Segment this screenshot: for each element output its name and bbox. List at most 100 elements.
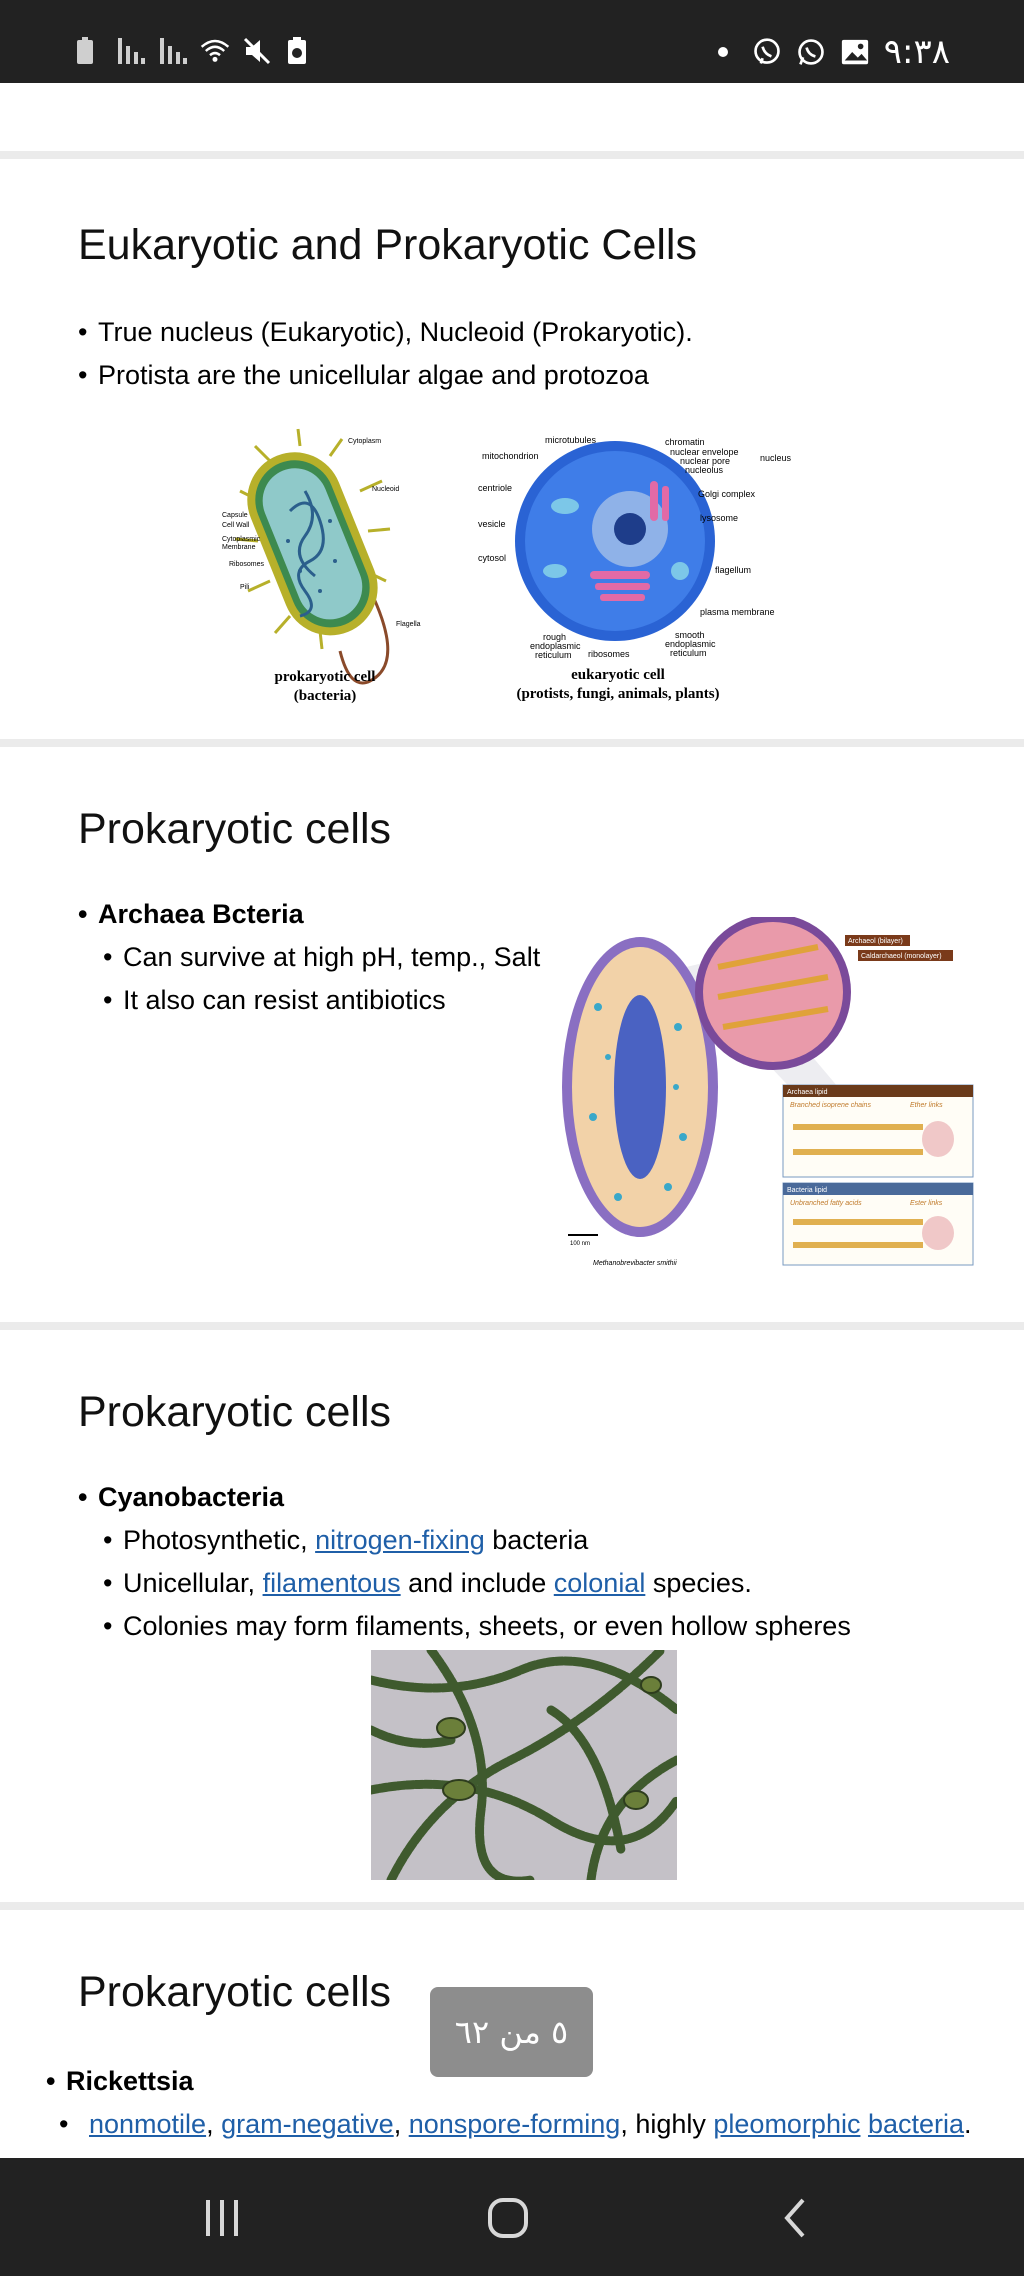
link-pleomorphic[interactable]: pleomorphic xyxy=(713,2109,861,2139)
panel-subtitle: Unbranched fatty acids xyxy=(790,1200,862,1207)
text: bacteria xyxy=(484,1525,589,1555)
mute-icon xyxy=(243,37,271,65)
home-button[interactable] xyxy=(478,2192,538,2244)
cell-comparison-diagram: Cytoplasm Nucleoid Capsule Cell Wall Cyt… xyxy=(222,428,792,704)
bullet-list: True nucleus (Eukaryotic), Nucleoid (Pro… xyxy=(78,311,693,397)
label: Cell Wall xyxy=(222,522,250,529)
label: Pili xyxy=(240,584,250,591)
notification-dot-icon xyxy=(717,47,728,57)
home-icon xyxy=(488,2198,528,2238)
bullet-subitem: Can survive at high pH, temp., Salt xyxy=(103,936,540,979)
link-nitrogen-fixing[interactable]: nitrogen-fixing xyxy=(315,1525,485,1555)
prokaryotic-cell-drawing xyxy=(234,428,391,685)
slide-title: Prokaryotic cells xyxy=(78,805,392,853)
lipid-tag-label: Archaeol (bilayer) xyxy=(848,938,903,945)
label: nucleus xyxy=(760,453,792,463)
scale-label: 100 nm xyxy=(570,1241,590,1247)
bullet-list: Rickettsia nonmotile, gram-negative, non… xyxy=(46,2060,972,2146)
panel-subtitle: Branched isoprene chains xyxy=(790,1102,871,1109)
label: centriole xyxy=(478,483,512,493)
clock: ٩:٣٨ xyxy=(883,32,950,72)
back-button[interactable] xyxy=(764,2192,824,2244)
label: nuclear envelope xyxy=(670,447,739,457)
label: reticulum xyxy=(670,648,707,658)
link-filamentous[interactable]: filamentous xyxy=(262,1568,401,1598)
prokaryotic-caption: prokaryotic cell (bacteria) xyxy=(275,669,376,704)
gallery-icon xyxy=(841,39,868,65)
label: Golgi complex xyxy=(698,489,756,499)
text: Unicellular, xyxy=(123,1568,263,1598)
archaea-diagram: Archaeol (bilayer) Caldarchaeol (monolay… xyxy=(562,917,974,1267)
eukaryotic-cell-drawing xyxy=(515,441,715,641)
bullet-item: Protista are the unicellular algae and p… xyxy=(78,354,693,397)
slide-title: Prokaryotic cells xyxy=(78,1968,392,2016)
text: . xyxy=(964,2109,972,2139)
bullet-item: Rickettsia xyxy=(46,2060,972,2103)
label: lysosome xyxy=(700,513,738,523)
caption-line: (bacteria) xyxy=(294,688,356,704)
label: Nucleoid xyxy=(372,486,399,493)
status-bar: ٩:٣٨ xyxy=(0,0,1024,83)
bullet-subitem: Photosynthetic, nitrogen-fixing bacteria xyxy=(103,1519,851,1562)
caption-line: (protists, fungi, animals, plants) xyxy=(516,686,719,702)
panel-title: Archaea lipid xyxy=(787,1089,828,1096)
bullet-list: Cyanobacteria Photosynthetic, nitrogen-f… xyxy=(78,1476,851,1648)
label: nucleolus xyxy=(685,465,724,475)
link-nonmotile[interactable]: nonmotile xyxy=(89,2109,207,2139)
text: , xyxy=(393,2109,409,2139)
bullet-subitem: It also can resist antibiotics xyxy=(103,979,540,1022)
status-icons-right: ٩:٣٨ xyxy=(717,32,950,72)
label: reticulum xyxy=(535,650,572,660)
slide-title: Eukaryotic and Prokaryotic Cells xyxy=(78,221,697,269)
bullet-subitem: Colonies may form filaments, sheets, or … xyxy=(103,1605,851,1648)
text: and include xyxy=(400,1568,554,1598)
text: Photosynthetic, xyxy=(123,1525,316,1555)
label: smooth xyxy=(675,630,705,640)
eukaryotic-labels: microtubules chromatin nuclear envelope … xyxy=(478,435,792,660)
species-label: Methanobrevibacter smithii xyxy=(593,1260,677,1267)
label: Cytoplasm xyxy=(348,438,381,445)
viber-icon xyxy=(753,38,780,64)
label: microtubules xyxy=(545,435,597,445)
panel-note: Ester links xyxy=(910,1200,943,1207)
bullet-subitem: Unicellular, filamentous and include col… xyxy=(103,1562,851,1605)
label: mitochondrion xyxy=(482,451,539,461)
link-colonial[interactable]: colonial xyxy=(553,1568,646,1598)
link-nonspore-forming[interactable]: nonspore-forming xyxy=(408,2109,621,2139)
bullet-item: Cyanobacteria xyxy=(78,1476,851,1519)
signal-icon xyxy=(118,38,145,64)
label: flagellum xyxy=(715,565,751,575)
cyanobacteria-micrograph xyxy=(371,1650,677,1880)
label: cytosol xyxy=(478,553,506,563)
label: rough xyxy=(543,632,566,642)
caption-line: prokaryotic cell xyxy=(275,669,376,685)
label: vesicle xyxy=(478,519,506,529)
bullet-list: Archaea Bcteria Can survive at high pH, … xyxy=(78,893,540,1022)
wifi-icon xyxy=(200,39,230,62)
recent-apps-button[interactable] xyxy=(192,2192,252,2244)
lipid-tag-label: Caldarchaeol (monolayer) xyxy=(861,953,942,960)
link-bacteria[interactable]: bacteria xyxy=(867,2109,965,2139)
recent-apps-icon xyxy=(206,2200,238,2236)
label: endoplasmic xyxy=(665,639,716,649)
signal-icon xyxy=(160,38,187,64)
lipid-tag xyxy=(858,950,953,961)
navigation-bar xyxy=(0,2158,1024,2276)
label: endoplasmic xyxy=(530,641,581,651)
eukaryotic-caption: eukaryotic cell (protists, fungi, animal… xyxy=(516,667,719,702)
label: Flagella xyxy=(396,621,421,628)
label: nuclear pore xyxy=(680,456,730,466)
label: Cytoplasmic xyxy=(222,536,261,543)
bullet-item: Archaea Bcteria xyxy=(78,893,540,936)
battery-icon xyxy=(77,37,93,64)
status-icons-left xyxy=(74,36,314,66)
text: , xyxy=(206,2109,222,2139)
text: species. xyxy=(645,1568,752,1598)
text: , highly xyxy=(620,2109,714,2139)
battery-saver-icon xyxy=(288,37,306,64)
link-gram-negative[interactable]: gram-negative xyxy=(221,2109,394,2139)
label: ribosomes xyxy=(588,649,630,659)
page-indicator: ٥ من ٦٢ xyxy=(430,1987,593,2077)
slide-cyanobacteria: Prokaryotic cells Cyanobacteria Photosyn… xyxy=(0,1330,1024,1902)
caption-line: eukaryotic cell xyxy=(571,667,665,683)
